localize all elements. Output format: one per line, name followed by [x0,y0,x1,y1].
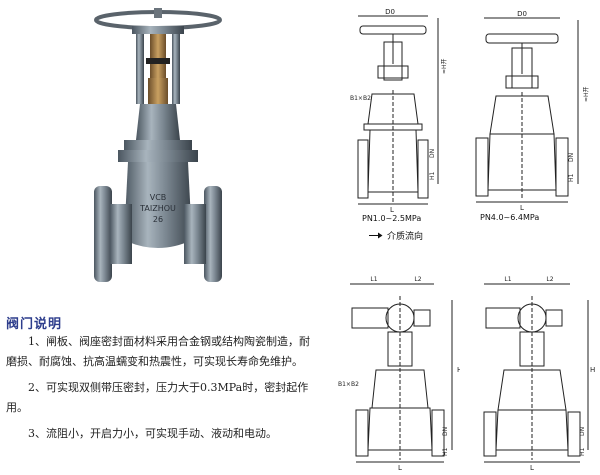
label-d0: D0 [517,10,527,18]
label-h-open: ≈H开 [441,58,448,74]
description-paragraph-3: 3、流阻小，开启力小，可实现手动、液动和电动。 [28,427,277,440]
label-l: L [520,204,524,212]
label-h: H [457,366,460,374]
label-h-open: ≈H开 [583,86,590,102]
label-dn: DN [442,427,449,436]
label-dn: DN [579,427,586,436]
label-dn: DN [429,149,436,158]
description-block: 1、闸板、阀座密封面材料采用合金钢或结构陶瓷制造，耐磨损、耐腐蚀、抗高温蠕变和热… [6,332,311,450]
label-h1: H1 [579,447,586,456]
label-l: L [530,464,534,472]
label-l1: L1 [504,276,511,283]
diagram-pn-high: D0 L ≈H开 DN H1 [475,10,590,212]
label-h1: H1 [568,173,575,182]
flow-label: 介质流向 [387,232,424,242]
label-h1: H1 [429,171,436,180]
label-b: B1×B2 [350,95,371,102]
label-l: L [390,206,394,214]
label-l: L [398,464,402,472]
label-l1: L1 [370,276,377,283]
section-title: 阀门说明 [6,317,63,332]
description-paragraph-1: 1、闸板、阀座密封面材料采用合金钢或结构陶瓷制造，耐磨损、耐腐蚀、抗高温蠕变和热… [6,335,310,368]
label-b: B1×B2 [338,381,359,388]
plate-text-3: 26 [153,215,163,224]
caption-pn-high: PN4.0~6.4MPa [480,213,540,222]
label-h: H [590,366,595,374]
plate-text-1: VCB [150,193,167,202]
flow-direction: 介质流向 [369,229,423,242]
valve-photo: VCB TAIZHOU 26 [94,8,222,282]
diagram-electric-1: L1 L2 L B1×B2 H DN H1 [338,276,460,472]
diagram-pn-low: D0 L B1×B2 ≈H开 DN H1 [350,8,448,214]
plate-text-2: TAIZHOU [139,204,176,213]
diagram-electric-2: L1 L2 L H DN H1 [483,276,595,472]
label-h1: H1 [442,447,449,456]
caption-pn-low: PN1.0~2.5MPa [362,214,422,223]
label-d0: D0 [385,8,395,16]
label-l2: L2 [546,276,553,283]
description-paragraph-2: 2、可实现双侧带压密封，压力大于0.3MPa时，密封起作用。 [6,381,309,414]
arrow-right-icon [369,232,383,239]
label-dn: DN [568,153,575,162]
label-l2: L2 [414,276,421,283]
